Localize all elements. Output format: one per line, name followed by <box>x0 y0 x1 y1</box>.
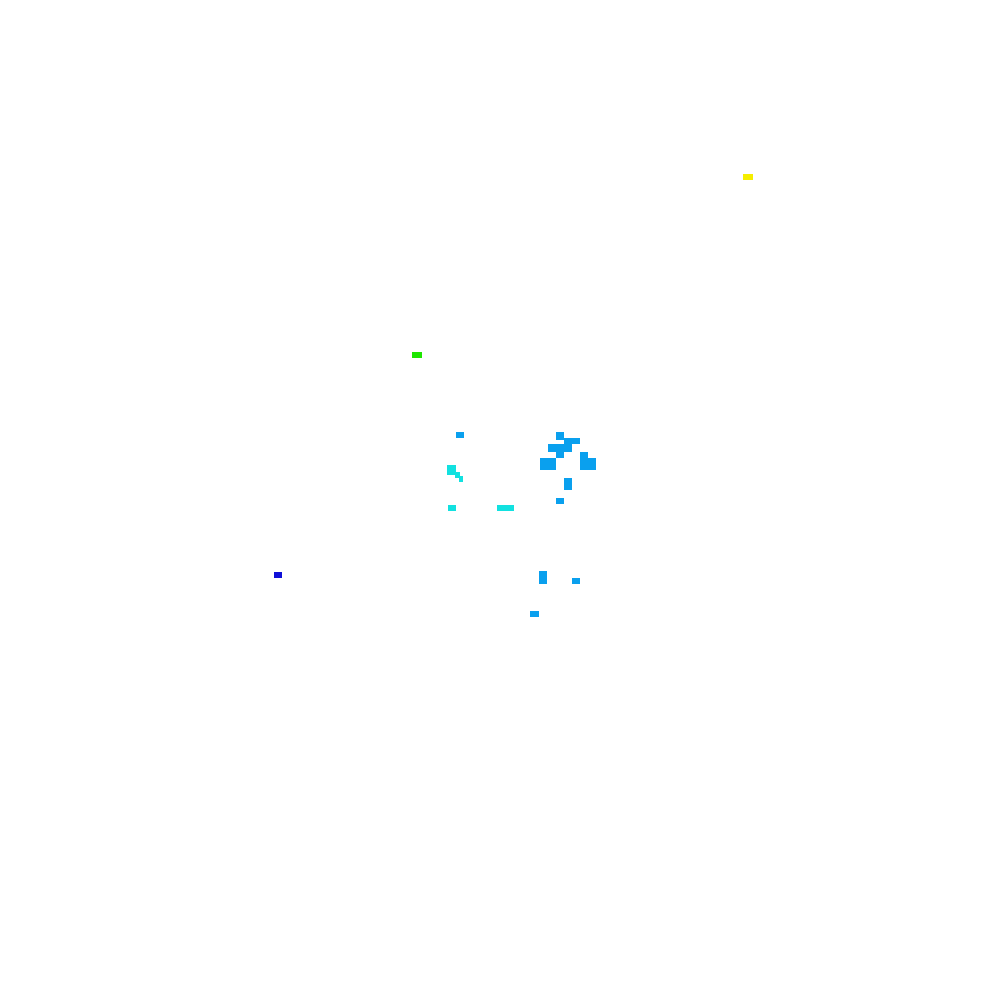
blue-blob <box>274 572 282 578</box>
yellow-blob <box>743 174 753 180</box>
cyan-cell <box>455 472 460 478</box>
azure-cell <box>539 571 547 584</box>
azure-cell <box>564 478 572 490</box>
azure-cell <box>572 578 580 584</box>
azure-cell <box>530 611 539 617</box>
azure-cell <box>556 498 564 504</box>
azure-cell <box>540 458 556 470</box>
azure-cell <box>556 432 564 440</box>
azure-cell <box>548 444 572 452</box>
azure-cell <box>580 452 588 458</box>
azure-cell <box>556 452 564 458</box>
cyan-cell <box>448 505 456 511</box>
cyan-cell <box>497 505 514 511</box>
cyan-cell <box>459 476 463 482</box>
cyan-cell <box>447 465 456 475</box>
azure-cell <box>456 432 464 438</box>
green-blob <box>412 352 422 358</box>
azure-cell <box>580 458 596 470</box>
azure-cell <box>564 438 580 444</box>
